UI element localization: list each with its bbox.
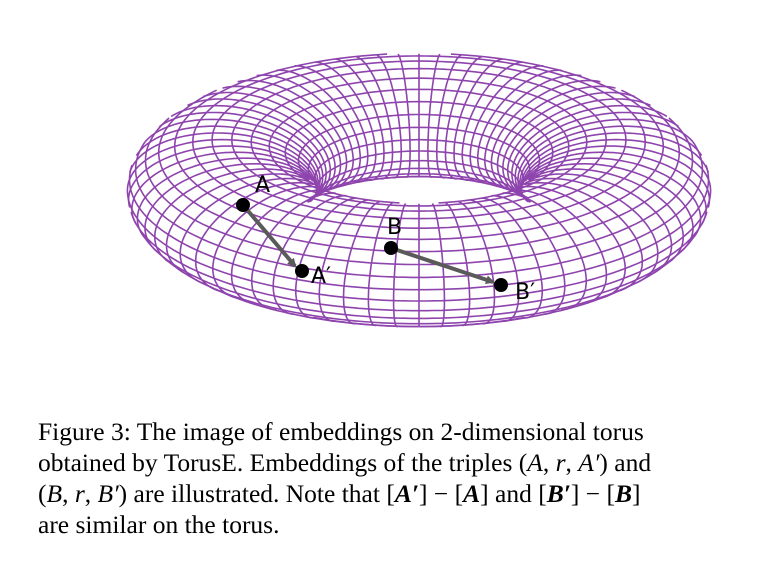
torus-grid-line: [130, 211, 708, 312]
torus-grid-line: [128, 132, 318, 195]
label-b: B: [387, 215, 402, 240]
torus-grid-line: [208, 284, 630, 328]
torus-grid-line: [202, 91, 336, 200]
torus-grid-line: [128, 164, 710, 291]
torus-grid-line: [313, 138, 525, 185]
torus-mesh: [126, 53, 712, 328]
torus-grid-line: [284, 100, 554, 186]
caption-line-1: Figure 3: The image of embeddings on 2-d…: [38, 417, 644, 446]
torus-grid-line: [510, 104, 668, 203]
point-a-prime: [295, 264, 309, 278]
torus-grid-line: [376, 54, 402, 179]
torus-grid-line: [126, 138, 318, 191]
torus-grid-line: [307, 126, 531, 181]
torus-grid-line: [314, 159, 524, 197]
torus-grid-line: [165, 258, 673, 325]
torus-grid-line: [297, 113, 541, 180]
figure-caption: Figure 3: The image of embeddings on 2-d…: [38, 416, 753, 540]
caption-line-4: are similar on the torus.: [38, 510, 280, 539]
torus-grid-line: [315, 150, 523, 190]
label-a: A: [255, 173, 270, 198]
torus-grid-line: [502, 91, 636, 200]
torus-grid-line: [514, 111, 680, 203]
torus-grid-line: [157, 89, 681, 253]
torus-grid-line: [142, 235, 696, 320]
torus-grid-line: [144, 118, 321, 203]
label-b-prime: B′: [515, 280, 535, 305]
torus-grid-line: [222, 85, 342, 197]
torus-grid-line: [251, 192, 336, 311]
torus-grid-line: [134, 141, 704, 279]
torus-grid-line: [453, 58, 503, 181]
torus-grid-line: [477, 69, 562, 188]
torus-grid-line: [268, 88, 570, 204]
torus-grid-line: [397, 53, 411, 178]
torus-grid-line: [496, 85, 616, 197]
torus-grid-line: [490, 79, 601, 193]
torus-grid-line: [173, 53, 665, 241]
torus-grid-line: [126, 189, 712, 302]
torus-grid-line: [355, 55, 394, 180]
label-a-prime: A′: [311, 264, 331, 289]
torus-grid-line: [461, 61, 523, 183]
torus-figure: A A′ B B′: [126, 53, 712, 328]
torus-grid-line: [144, 117, 694, 266]
torus-grid-line: [354, 175, 484, 183]
torus-grid-line: [211, 60, 627, 220]
torus-grid-line: [520, 132, 710, 195]
arrow-a-to-a-prime: [241, 203, 297, 268]
point-a: [236, 198, 250, 212]
torus-grid-line: [310, 167, 528, 202]
torus-grid-line: [231, 67, 607, 212]
torus-grid-line: [520, 138, 712, 191]
torus-grid-line: [469, 65, 544, 186]
torus-grid-line: [294, 65, 369, 186]
torus-grid-line: [315, 61, 377, 183]
torus-grid-line: [237, 79, 348, 193]
torus-grid-line: [276, 69, 361, 188]
point-b: [384, 241, 398, 255]
point-b-prime: [494, 278, 508, 292]
torus-grid-line: [427, 53, 441, 178]
torus-grid-line: [436, 54, 462, 179]
caption-line-3: (B, r, B′) are illustrated. Note that [A…: [38, 479, 641, 508]
caption-line-2: obtained by TorusE. Embeddings of the tr…: [38, 448, 652, 477]
torus-grid-line: [307, 172, 531, 203]
torus-grid-line: [250, 77, 588, 207]
torus-grid-line: [158, 111, 324, 203]
torus-grid-line: [335, 58, 385, 181]
arrow-b-to-b-prime: [390, 246, 495, 285]
torus-grid-line: [170, 104, 328, 203]
torus-grid-line: [191, 55, 646, 229]
torus-grid-line: [444, 55, 483, 180]
torus-grid-line: [517, 118, 694, 203]
